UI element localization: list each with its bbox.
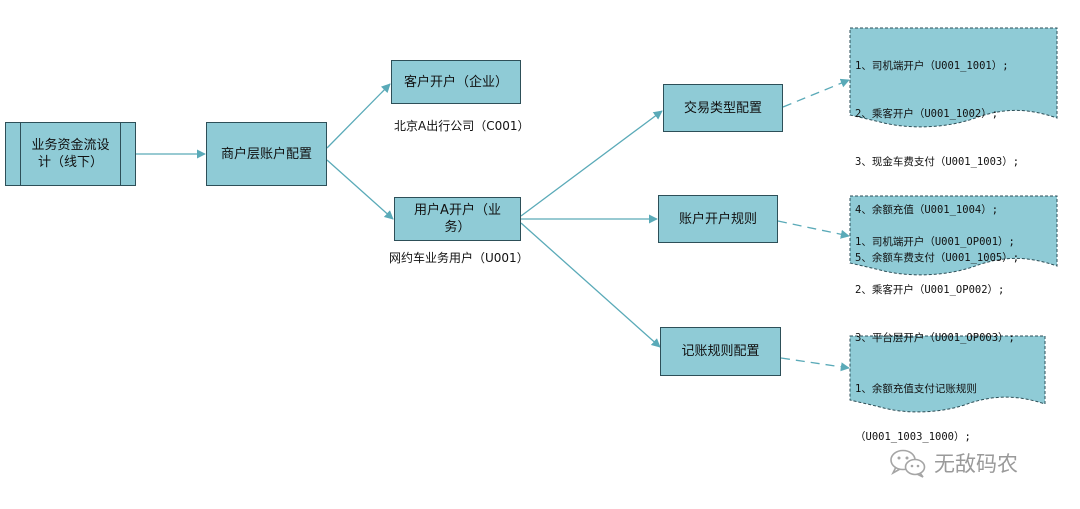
node-trade-type-config-label: 交易类型配置 — [683, 100, 762, 116]
note-booking-shape — [849, 335, 1046, 413]
note-line: 3、平台层开户（U001_OP003）; — [855, 332, 1015, 344]
edge-user-booking — [520, 222, 661, 348]
node-booking-rule-config-label: 记账规则配置 — [681, 344, 760, 359]
node-trade-type-config: 交易类型配置 — [663, 84, 783, 132]
note-trade: 1、司机端开户（U001_1001）; 2、乘客开户（U001_1002）; 3… — [855, 26, 1019, 282]
node-account-open-rule-label: 账户开户规则 — [678, 211, 757, 227]
watermark: 无敌码农 — [888, 448, 1018, 478]
note-line: 5、余额车费支付（U001_1005）; — [855, 252, 1020, 264]
note-line: 2、乘客开户（U001_1002）; — [855, 108, 999, 120]
note-line: 4、余额充值（U001_1004）; — [855, 204, 999, 216]
edge-trade-note — [782, 78, 850, 108]
wechat-icon — [890, 449, 926, 478]
note-line: 1、余额充值支付记账规则 — [855, 383, 977, 395]
note-line: 1、司机端开户（U001_1001）; — [855, 60, 1009, 72]
edge-merchant-user — [326, 159, 394, 220]
node-customer-account-open: 客户开户（企业） — [391, 60, 521, 104]
node-account-open-rule: 账户开户规则 — [658, 195, 778, 243]
edge-merchant-customer — [326, 83, 391, 149]
note-trade-shape — [849, 27, 1058, 128]
note-line: 1、司机端开户（U001_OP001）; — [855, 236, 1015, 248]
node-fund-flow-design-label: 业务资金流设 计（线下） — [31, 138, 110, 170]
note-account-rule: 1、司机端开户（U001_OP001）; 2、乘客开户（U001_OP002）;… — [855, 202, 1015, 362]
note-line: 2、乘客开户（U001_OP002）; — [855, 284, 1005, 296]
note-line: 3、现金车费支付（U001_1003）; — [855, 156, 1020, 168]
node-merchant-account-config-label: 商户层账户配置 — [220, 146, 312, 162]
node-merchant-account-config: 商户层账户配置 — [206, 122, 327, 186]
note-booking: 1、余额充值支付记账规则 （U001_1003_1000）; — [855, 349, 977, 461]
node-user-account-open-label: 用户A开户（业 务） — [414, 203, 501, 235]
edge-user-trade — [520, 110, 663, 217]
watermark-text: 无敌码农 — [934, 452, 1018, 476]
node-customer-account-open-label: 客户开户（企业） — [403, 74, 508, 90]
node-booking-rule-config: 记账规则配置 — [660, 327, 781, 376]
note-line: （U001_1003_1000）; — [855, 431, 971, 443]
edge-account-rule-note — [777, 220, 850, 239]
node-user-account-open: 用户A开户（业 务） — [394, 197, 521, 241]
caption-customer: 北京A出行公司（C001） — [394, 119, 530, 133]
note-account-rule-shape — [849, 195, 1058, 276]
node-fund-flow-design: 业务资金流设 计（线下） — [5, 122, 136, 186]
caption-user: 网约车业务用户（U001） — [389, 251, 529, 265]
edge-booking-note — [780, 357, 850, 372]
